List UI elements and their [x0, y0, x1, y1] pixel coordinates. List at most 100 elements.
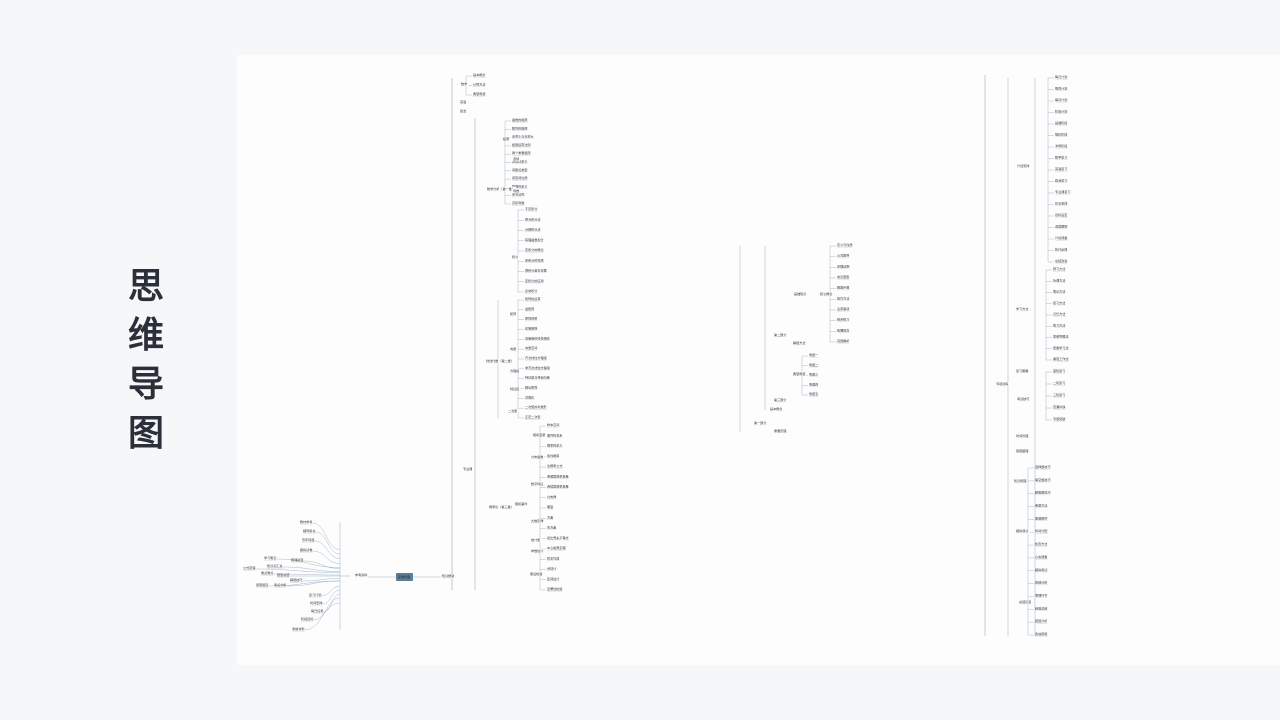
mindmap-node[interactable]: 定积分的概念: [525, 247, 544, 252]
mindmap-node[interactable]: 二次型的标准形: [525, 404, 547, 409]
mindmap-hub-node[interactable]: 导数: [513, 188, 519, 193]
mindmap-hub-node[interactable]: 极限: [503, 136, 509, 141]
mindmap-node[interactable]: 阶段计划: [1055, 109, 1067, 114]
mindmap-hub-node[interactable]: 数字特征: [531, 481, 543, 486]
mindmap-node[interactable]: 政治复习: [1055, 178, 1067, 183]
mindmap-node[interactable]: 复习方法: [1053, 300, 1065, 305]
mindmap-node[interactable]: 例题三: [809, 372, 818, 377]
mindmap-node[interactable]: 分布律: [547, 494, 556, 499]
mindmap-hub-node[interactable]: 基本概念: [770, 406, 782, 411]
mindmap-node[interactable]: 间断点类型: [512, 167, 527, 172]
mindmap-node[interactable]: 协方差: [547, 525, 556, 530]
mindmap-node[interactable]: 总结改进: [1055, 258, 1067, 263]
mindmap-node[interactable]: 经验总结: [1035, 605, 1047, 610]
mindmap-node[interactable]: 进度跟踪: [1055, 224, 1067, 229]
mindmap-node[interactable]: 选择题技巧: [1035, 464, 1050, 469]
mindmap-node[interactable]: 概率的定义: [547, 443, 562, 448]
mindmap-node[interactable]: 易错题目: [256, 582, 268, 587]
mindmap-hub-node[interactable]: 专业课: [463, 466, 472, 471]
mindmap-hub-node[interactable]: 随机事件: [515, 501, 527, 506]
mindmap-node[interactable]: 正定二次型: [525, 414, 540, 419]
mindmap-node[interactable]: 不定积分: [525, 206, 537, 211]
mindmap-node[interactable]: 相似矩阵: [525, 385, 537, 390]
mindmap-node[interactable]: 薄弱环节: [1035, 592, 1047, 597]
mindmap-node[interactable]: 无穷小与无穷大: [512, 134, 534, 139]
mindmap-hub-node[interactable]: 考试技巧: [1017, 396, 1029, 401]
mindmap-hub-node[interactable]: 学习方法: [1016, 306, 1028, 311]
mindmap-node[interactable]: 两个重要极限: [512, 150, 531, 155]
mindmap-node[interactable]: 中心极限定理: [547, 545, 566, 550]
mindmap-node[interactable]: 番茄工作法: [1053, 356, 1068, 361]
mindmap-hub-node[interactable]: 向量: [510, 346, 516, 351]
mindmap-node[interactable]: 首轮复习: [1053, 368, 1065, 373]
mindmap-node[interactable]: 二轮复习: [1053, 380, 1065, 385]
mindmap-node[interactable]: 综合练习: [837, 317, 849, 322]
mindmap-node[interactable]: 样本均值: [547, 555, 559, 560]
mindmap-hub-node[interactable]: 基础知识: [794, 291, 806, 296]
mindmap-hub-node[interactable]: 参考资料: [355, 572, 367, 577]
mindmap-hub-node[interactable]: 典型例题: [793, 371, 805, 376]
mindmap-node[interactable]: 辅导用书: [303, 528, 315, 533]
mindmap-hub-node[interactable]: 模拟测试: [1016, 528, 1028, 533]
mindmap-node[interactable]: 定积分的应用: [525, 278, 544, 283]
mindmap-node[interactable]: 英语复习: [1055, 166, 1067, 171]
mindmap-node[interactable]: 公式推导: [837, 253, 849, 258]
mindmap-node[interactable]: 专题突破: [1053, 416, 1065, 421]
mindmap-node[interactable]: 导数的定义: [512, 183, 527, 188]
mindmap-node[interactable]: 题型总结: [277, 572, 289, 577]
mindmap-node[interactable]: 向量空间: [525, 345, 537, 350]
mindmap-hub-node[interactable]: 第二部分: [774, 332, 786, 337]
mindmap-hub-node[interactable]: 英语: [460, 99, 466, 104]
mindmap-node[interactable]: 时间分配: [1035, 528, 1047, 533]
mindmap-node[interactable]: 齐次线性方程组: [525, 355, 547, 360]
mindmap-node[interactable]: 常见题型: [837, 274, 849, 279]
mindmap-node[interactable]: 错因分析: [1035, 618, 1047, 623]
mindmap-node[interactable]: 向量组的线性相关: [525, 335, 550, 340]
mindmap-hub-node[interactable]: 知识梳理: [1014, 478, 1026, 483]
mindmap-node[interactable]: 每日任务: [311, 608, 323, 613]
mindmap-node[interactable]: 点估计: [547, 566, 556, 571]
mindmap-node[interactable]: 换元积分法: [525, 216, 540, 221]
mindmap-node[interactable]: 重点难点: [261, 570, 273, 575]
mindmap-hub-node[interactable]: 统计量: [531, 537, 540, 542]
mindmap-hub-node[interactable]: 方程组: [510, 368, 519, 373]
mindmap-hub-node[interactable]: 重要定理: [774, 428, 786, 433]
mindmap-node[interactable]: 函数的极限: [512, 117, 527, 122]
mindmap-node[interactable]: 公式定理: [243, 565, 255, 570]
mindmap-node[interactable]: 非齐次线性方程组: [525, 365, 550, 370]
mindmap-hub-node[interactable]: 知识框架: [442, 573, 454, 578]
mindmap-hub-node[interactable]: 参数估计: [531, 548, 543, 553]
mindmap-node[interactable]: 笔记方法: [1053, 289, 1065, 294]
mindmap-node[interactable]: 答题顺序: [1035, 515, 1047, 520]
mindmap-hub-node[interactable]: 特征值: [510, 386, 519, 391]
mindmap-node[interactable]: 样本空间: [547, 422, 559, 427]
mindmap-node[interactable]: 历年真题: [302, 537, 314, 542]
mindmap-hub-node[interactable]: 复习策略: [1016, 368, 1029, 373]
mindmap-node[interactable]: 求导法则: [512, 192, 524, 197]
mindmap-hub-node[interactable]: 错题整理: [1016, 448, 1028, 453]
mindmap-node[interactable]: 分部积分法: [525, 227, 540, 232]
mindmap-node[interactable]: 三轮复习: [1053, 392, 1065, 397]
mindmap-node[interactable]: 极限运算法则: [512, 142, 531, 147]
mindmap-node[interactable]: 作息安排: [1055, 201, 1067, 206]
mindmap-node[interactable]: 审题方法: [1035, 503, 1047, 508]
mindmap-node[interactable]: 定积分的性质: [525, 257, 544, 262]
mindmap-node[interactable]: 特征值与特征向量: [525, 375, 550, 380]
mindmap-node[interactable]: 矩阵的运算: [525, 296, 540, 301]
mindmap-node[interactable]: 教材参考: [300, 519, 312, 524]
mindmap-node[interactable]: 考点分析: [274, 582, 286, 587]
mindmap-node[interactable]: 事件的关系: [547, 432, 562, 437]
mindmap-node[interactable]: 逆矩阵: [525, 306, 534, 311]
mindmap-hub-node[interactable]: 概率论（第三章）: [489, 504, 514, 509]
mindmap-node[interactable]: 解答题技巧: [1035, 490, 1050, 495]
mindmap-node[interactable]: 对角化: [525, 394, 534, 399]
mindmap-node[interactable]: 数列的极限: [512, 125, 527, 130]
mindmap-hub-node[interactable]: 线性代数（第二章）: [486, 358, 514, 363]
mindmap-node[interactable]: 学习笔记: [264, 555, 276, 560]
mindmap-hub-node[interactable]: 大数定律: [531, 518, 543, 523]
mindmap-node[interactable]: 例题四: [809, 381, 818, 386]
mindmap-node[interactable]: 网课资源: [291, 557, 303, 562]
mindmap-node[interactable]: 专业课复习: [1055, 189, 1070, 194]
mindmap-hub-node[interactable]: 第三部分: [774, 397, 786, 402]
mindmap-node[interactable]: 典型例题: [473, 91, 485, 96]
